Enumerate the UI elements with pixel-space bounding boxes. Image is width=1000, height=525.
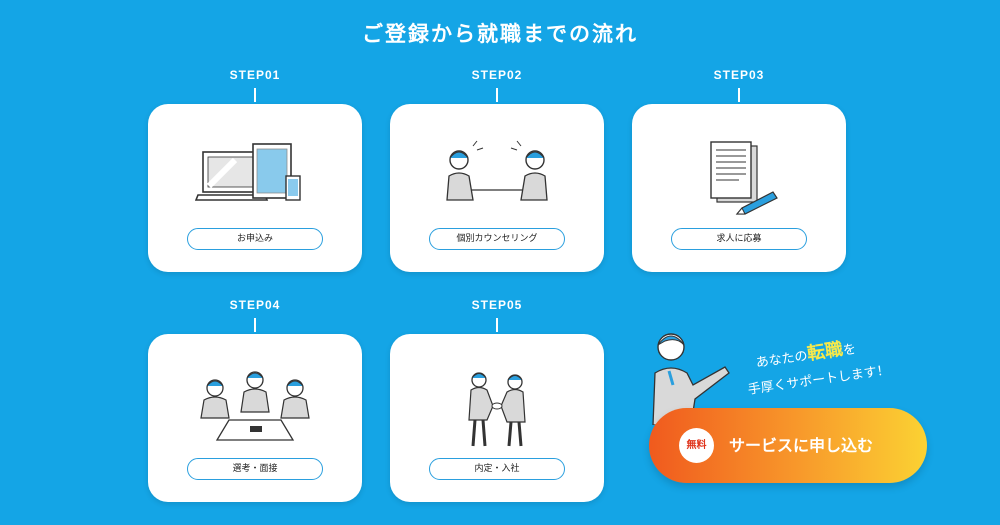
step-connector: [738, 88, 740, 102]
step-card: 個別カウンセリング: [390, 104, 604, 272]
step-label: STEP04: [229, 298, 281, 312]
apply-service-button[interactable]: 無料 サービスに申し込む: [649, 408, 927, 483]
step-label: STEP03: [713, 68, 765, 82]
free-badge: 無料: [679, 428, 714, 463]
step-button[interactable]: 個別カウンセリング: [429, 228, 565, 250]
step-label: STEP01: [229, 68, 281, 82]
application-document-illustration: [710, 141, 778, 215]
step-card: 選考・面接: [148, 334, 362, 502]
step-connector: [496, 88, 498, 102]
counseling-illustration: [446, 140, 548, 201]
devices-illustration: [195, 143, 301, 201]
step-connector: [254, 88, 256, 102]
step-button[interactable]: 選考・面接: [187, 458, 323, 480]
step-card: 求人に応募: [632, 104, 846, 272]
apply-service-label: サービスに申し込む: [729, 436, 874, 455]
step-connector: [254, 318, 256, 332]
step-button[interactable]: 内定・入社: [429, 458, 565, 480]
step-button[interactable]: お申込み: [187, 228, 323, 250]
step-connector: [496, 318, 498, 332]
step-button[interactable]: 求人に応募: [671, 228, 807, 250]
support-message: あなたの転職を 手厚くサポートします！: [735, 335, 935, 398]
interview-illustration: [200, 371, 310, 441]
step-label: STEP02: [471, 68, 523, 82]
step-card: お申込み: [148, 104, 362, 272]
handshake-illustration: [468, 372, 526, 447]
message-suffix: を: [842, 342, 858, 359]
page-title: ご登録から就職までの流れ: [362, 22, 638, 46]
step-label: STEP05: [471, 298, 523, 312]
message-highlight: 転職: [805, 338, 845, 365]
message-prefix: あなたの: [754, 348, 809, 371]
step-card: 内定・入社: [390, 334, 604, 502]
